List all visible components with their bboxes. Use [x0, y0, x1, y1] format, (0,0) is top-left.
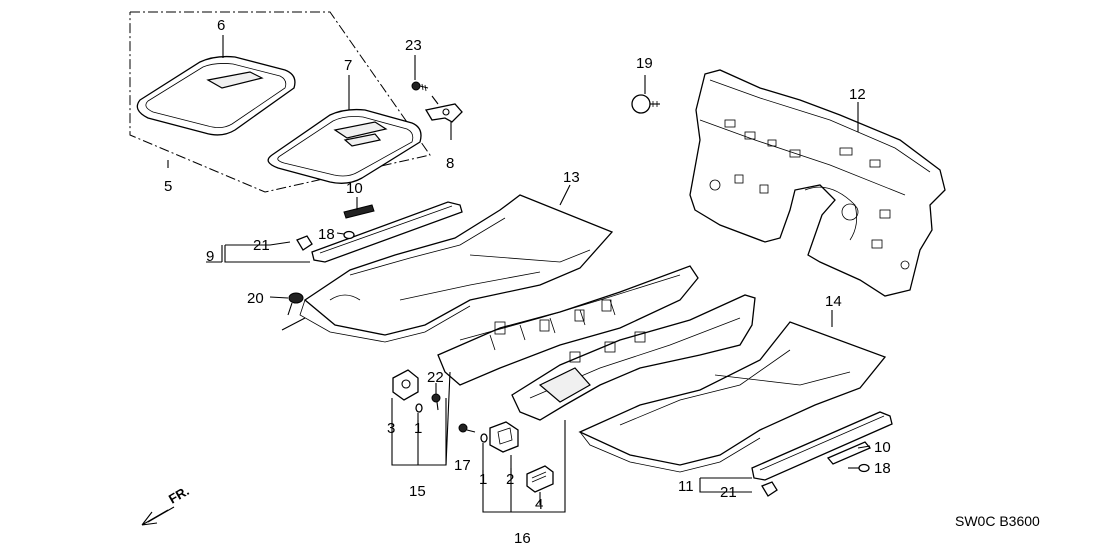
nut-18-front[interactable]	[343, 230, 355, 240]
callout-2: 2	[506, 471, 514, 488]
front-sill-plate[interactable]	[311, 201, 463, 263]
callout-18-rear: 18	[874, 460, 891, 477]
center-tunnel-cover[interactable]	[437, 265, 699, 386]
callout-22: 22	[427, 369, 444, 386]
callout-16: 16	[514, 530, 531, 547]
callout-4: 4	[535, 496, 543, 513]
callout-14: 14	[825, 293, 842, 310]
callout-1b: 1	[479, 471, 487, 488]
callout-7: 7	[344, 57, 352, 74]
diagram-code: SW0C B3600	[955, 513, 1040, 529]
callout-6: 6	[217, 17, 225, 34]
callout-15: 15	[409, 483, 426, 500]
bracket-3[interactable]	[392, 369, 419, 401]
callout-10-front: 10	[346, 180, 363, 197]
bracket-2[interactable]	[489, 421, 519, 453]
washer-1a[interactable]	[415, 403, 423, 413]
callout-21-front: 21	[253, 237, 270, 254]
washer-1b[interactable]	[480, 433, 488, 443]
callout-19: 19	[636, 55, 653, 72]
front-direction-arrow: FR.	[141, 483, 192, 526]
callout-20: 20	[247, 290, 264, 307]
rear-floor-carpet[interactable]	[578, 321, 887, 473]
callout-13: 13	[563, 169, 580, 186]
callout-11: 11	[678, 478, 694, 495]
callout-12: 12	[849, 86, 866, 103]
nut-18-rear[interactable]	[858, 463, 870, 473]
callout-18-front: 18	[318, 226, 335, 243]
callout-9: 9	[206, 248, 214, 265]
callout-10-rear: 10	[874, 439, 891, 456]
screw-22[interactable]	[431, 393, 441, 411]
callout-5: 5	[164, 178, 172, 195]
floor-mat-group	[129, 11, 431, 193]
callout-21-rear: 21	[720, 484, 737, 501]
floor-mat-front[interactable]	[136, 55, 296, 136]
screw-23[interactable]	[411, 81, 429, 92]
clip-21-rear[interactable]	[761, 481, 778, 497]
sill-cover-10-front[interactable]	[343, 204, 375, 219]
callout-3: 3	[387, 420, 395, 437]
screw-17[interactable]	[458, 423, 476, 433]
rear-floor-panel[interactable]	[689, 69, 946, 297]
floor-mat-rear[interactable]	[267, 108, 422, 184]
clip-21-front[interactable]	[296, 235, 313, 251]
direction-label: FR.	[166, 483, 192, 506]
callout-numbers: 6 7 23 8 5 19 12 13 10 18 21 9 20 14 22 …	[164, 17, 1040, 547]
callout-1a: 1	[414, 420, 422, 437]
front-floor-carpet[interactable]	[299, 194, 614, 343]
rear-center-floor-cover[interactable]	[511, 294, 756, 421]
callout-23: 23	[405, 37, 422, 54]
callout-17: 17	[454, 457, 471, 474]
clip-19[interactable]	[631, 94, 660, 114]
clip-20[interactable]	[287, 292, 304, 316]
rear-sill-plate[interactable]	[751, 411, 893, 481]
callout-8: 8	[446, 155, 454, 172]
label-ticks	[206, 245, 718, 493]
cap-4[interactable]	[526, 465, 554, 493]
floor-bracket[interactable]	[424, 95, 463, 123]
